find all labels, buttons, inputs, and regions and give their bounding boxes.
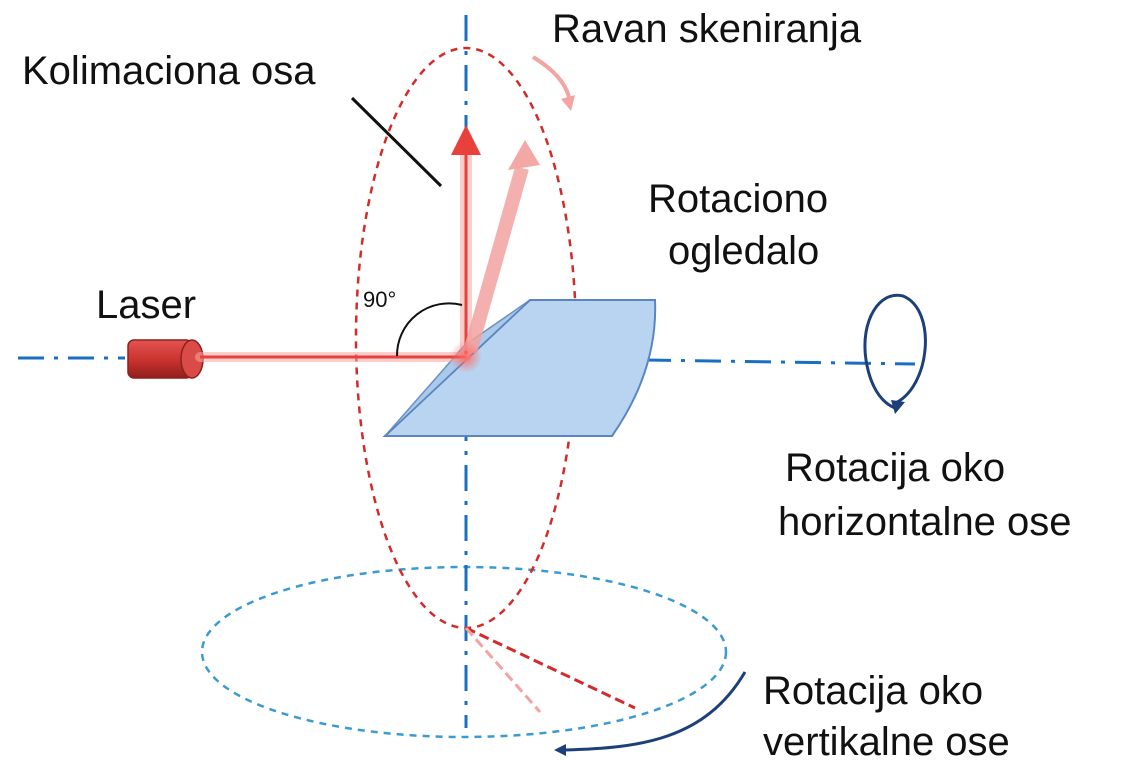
vertical-rotation-label-line2: vertikalne ose	[763, 720, 1010, 761]
scan-plane-label: Ravan skeniranja	[552, 7, 862, 51]
right-angle-arc	[395, 302, 463, 357]
base-rotation-ellipse	[200, 565, 728, 739]
laser-emitter	[127, 339, 204, 379]
mirror-label-line1: Rotaciono	[648, 177, 828, 221]
collimation-axis-label: Kolimaciona osa	[22, 49, 316, 93]
reflected-beam-rotated	[463, 166, 529, 354]
horizontal-rotation-arrow	[863, 293, 927, 410]
angle-label: 90°	[363, 287, 396, 312]
mirror-label-line2: ogledalo	[668, 229, 819, 273]
scan-line-red	[465, 626, 636, 710]
beam-hit-glow	[450, 341, 482, 373]
horizontal-rotation-label-line2: horizontalne ose	[778, 500, 1072, 544]
collimation-leader-line	[350, 96, 443, 188]
scan-line-faded	[464, 627, 542, 713]
horizontal-rotation-label-line1: Rotacija oko	[785, 446, 1005, 490]
horizontal-axis-right	[644, 358, 916, 366]
rotating-mirror	[382, 299, 657, 437]
laser-label: Laser	[96, 283, 196, 327]
vertical-rotation-label-line1: Rotacija oko	[763, 669, 983, 713]
scan-direction-arrow	[531, 55, 571, 98]
vertical-rotation-arrow	[564, 671, 747, 752]
